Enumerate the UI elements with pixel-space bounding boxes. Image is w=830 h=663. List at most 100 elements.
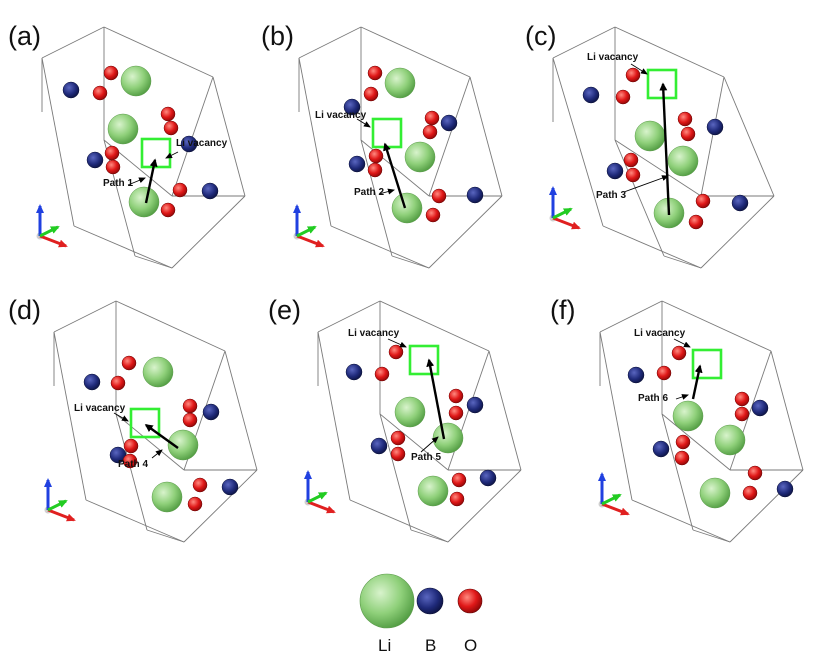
oxygen-atom	[105, 159, 121, 175]
cell-edge	[661, 300, 772, 352]
axis-triad	[304, 470, 336, 514]
oxygen-atom	[182, 412, 198, 428]
atoms	[343, 65, 484, 224]
cell-edge	[379, 413, 449, 471]
lithium-atom	[394, 396, 426, 428]
legend-li-swatch	[359, 573, 415, 629]
oxygen-atom	[449, 491, 465, 507]
path-label: Path 1	[103, 178, 133, 189]
oxygen-atom	[451, 472, 467, 488]
oxygen-atom	[674, 450, 690, 466]
cell-edge	[661, 413, 731, 471]
axis-triad	[44, 478, 76, 522]
oxygen-atom	[422, 124, 438, 140]
cell-edge	[428, 76, 471, 197]
cell-edge	[183, 469, 258, 543]
axis-y	[552, 207, 573, 220]
axis-x	[47, 508, 76, 522]
oxygen-atom	[747, 465, 763, 481]
axis-y	[47, 499, 68, 512]
oxygen-atom	[671, 345, 687, 361]
oxygen-atom	[677, 111, 693, 127]
lithium-atom	[667, 145, 699, 177]
legend-o-label: O	[464, 636, 477, 655]
cell-edge	[614, 139, 702, 197]
lithium-atom	[167, 429, 199, 461]
lithium-atom	[672, 400, 704, 432]
cell-edge	[379, 413, 412, 531]
cell-edge	[360, 26, 471, 78]
li-vacancy-box	[691, 348, 723, 380]
migration-path-arrow	[383, 142, 407, 209]
cell-edge	[41, 57, 75, 227]
lithium-atom	[151, 481, 183, 513]
lithium-atom	[107, 113, 139, 145]
oxygen-atom	[688, 214, 704, 230]
path-label: Path 5	[411, 452, 441, 463]
cell-edge	[115, 413, 185, 471]
cell-edge	[41, 26, 105, 59]
oxygen-atom	[363, 86, 379, 102]
boron-atom	[62, 81, 80, 99]
oxygen-atom	[103, 65, 119, 81]
cell-edge	[360, 139, 393, 257]
boron-atom	[83, 373, 101, 391]
cell-edge	[85, 499, 185, 543]
oxygen-atom	[431, 188, 447, 204]
vacancy-label: Li vacancy	[74, 403, 126, 414]
lithium-atom	[404, 141, 436, 173]
oxygen-atom	[390, 430, 406, 446]
boron-atom	[751, 399, 769, 417]
boron-atom	[606, 162, 624, 180]
oxygen-atom	[122, 453, 138, 469]
oxygen-atom	[448, 405, 464, 421]
migration-path-arrow	[691, 364, 703, 400]
oxygen-atom	[368, 148, 384, 164]
oxygen-atom	[448, 388, 464, 404]
cell-edge	[53, 331, 87, 501]
oxygen-atom	[390, 446, 406, 462]
cell-edge	[723, 76, 775, 197]
lithium-atom	[120, 65, 152, 97]
cell-edge	[614, 139, 665, 257]
cell-edge	[700, 76, 725, 197]
cell-edge	[330, 225, 430, 269]
oxygen-atom	[742, 485, 758, 501]
boron-atom	[221, 478, 239, 496]
oxygen-atom	[734, 406, 750, 422]
cell-edge	[552, 57, 604, 227]
cell-edge	[700, 195, 775, 269]
vacancy-pointer-arrow	[630, 63, 648, 75]
oxygen-atom	[163, 120, 179, 136]
oxygen-atom	[425, 207, 441, 223]
li-vacancy-box	[140, 137, 172, 169]
panel-label: (f)	[550, 295, 575, 325]
vacancy-pointer-arrow	[165, 151, 179, 159]
axis-x	[296, 234, 325, 248]
boron-atom	[180, 135, 198, 153]
boron-atom	[627, 366, 645, 384]
oxygen-atom	[104, 145, 120, 161]
oxygen-atom	[160, 106, 176, 122]
oxygen-atom	[680, 126, 696, 142]
cell-edge	[469, 76, 503, 197]
panel-label: (e)	[268, 295, 301, 325]
boron-atom	[202, 403, 220, 421]
axis-triad	[36, 204, 68, 248]
cell-edge	[599, 331, 633, 501]
boron-atom	[86, 151, 104, 169]
boron-atom	[776, 480, 794, 498]
boron-atom	[343, 98, 361, 116]
cell-edge	[349, 499, 449, 543]
boron-atom	[370, 437, 388, 455]
cell-edge	[298, 57, 332, 227]
vacancy-pointer-arrow	[673, 338, 691, 348]
oxygen-atom	[123, 438, 139, 454]
oxygen-atom	[424, 110, 440, 126]
lithium-atom	[142, 356, 174, 388]
cell-edge	[410, 529, 449, 543]
